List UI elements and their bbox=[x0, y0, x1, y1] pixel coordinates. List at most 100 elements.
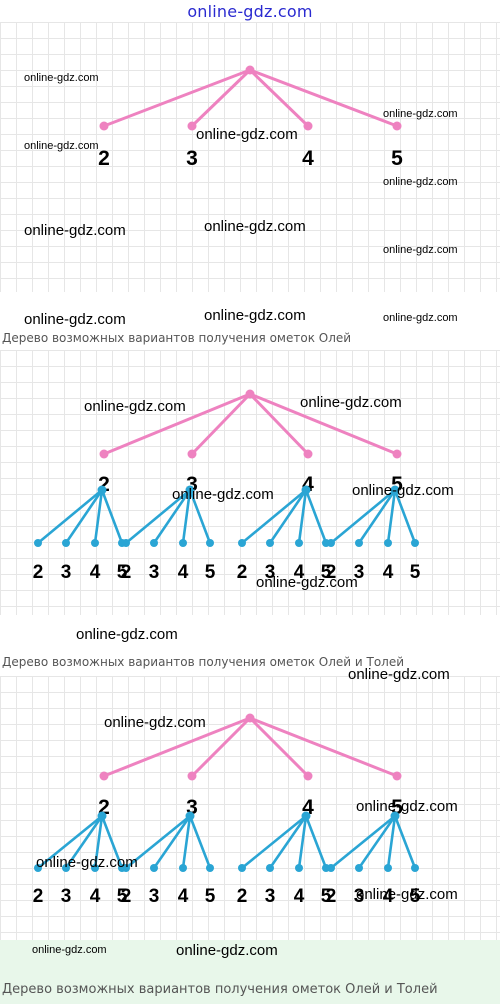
edge-3-to-2 bbox=[124, 488, 192, 545]
label-leaf-5-4: 4 bbox=[383, 562, 394, 583]
label-level1-2: 2 bbox=[98, 796, 110, 819]
node-leaf-3-4 bbox=[179, 539, 187, 547]
node-level1-5 bbox=[392, 121, 402, 131]
label-level1-3: 3 bbox=[186, 473, 198, 496]
label-leaf-4-4: 4 bbox=[294, 886, 305, 907]
edge-root-to-5 bbox=[248, 68, 399, 128]
label-leaf-4-5: 5 bbox=[321, 562, 332, 583]
watermark: online-gdz.com bbox=[104, 714, 206, 731]
edge-root-to-2 bbox=[102, 68, 252, 128]
edge-2-to-2 bbox=[36, 488, 104, 545]
node-hub-5 bbox=[390, 485, 400, 495]
edge-4-to-2 bbox=[240, 814, 308, 870]
node-level1-2 bbox=[99, 449, 109, 459]
watermark: online-gdz.com bbox=[24, 222, 126, 239]
watermark: online-gdz.com bbox=[356, 886, 458, 903]
edge-4-to-5 bbox=[304, 814, 328, 870]
edge-root-to-4 bbox=[248, 68, 310, 128]
root-node bbox=[245, 713, 255, 723]
watermark: online-gdz.com bbox=[383, 244, 458, 256]
edge-2-to-5 bbox=[100, 814, 124, 870]
caption-band bbox=[0, 940, 500, 1004]
watermark: online-gdz.com bbox=[32, 944, 107, 956]
node-hub-2 bbox=[97, 811, 107, 821]
node-leaf-5-3 bbox=[355, 864, 363, 872]
node-leaf-4-4 bbox=[295, 864, 303, 872]
edge-4-to-5 bbox=[304, 488, 328, 545]
edge-3-to-3 bbox=[152, 814, 192, 870]
watermark: online-gdz.com bbox=[204, 307, 306, 324]
label-leaf-4-4: 4 bbox=[294, 562, 305, 583]
edge-2-to-4 bbox=[93, 814, 104, 870]
edge-root-to-4 bbox=[248, 716, 310, 778]
edge-root-to-4 bbox=[248, 392, 310, 456]
node-leaf-4-2 bbox=[238, 539, 246, 547]
watermark: online-gdz.com bbox=[196, 126, 298, 143]
watermark: online-gdz.com bbox=[383, 176, 458, 188]
watermark: online-gdz.com bbox=[24, 311, 126, 328]
label-level1-3: 3 bbox=[186, 147, 198, 170]
edge-2-to-2 bbox=[36, 814, 104, 870]
label-leaf-3-3: 3 bbox=[149, 886, 160, 907]
label-level1-4: 4 bbox=[302, 147, 314, 170]
node-leaf-2-4 bbox=[91, 864, 99, 872]
label-leaf-2-3: 3 bbox=[61, 562, 72, 583]
node-leaf-4-3 bbox=[266, 539, 274, 547]
edge-3-to-4 bbox=[181, 814, 192, 870]
root-node bbox=[245, 389, 255, 399]
watermark: online-gdz.com bbox=[172, 486, 274, 503]
watermark: online-gdz.com bbox=[256, 574, 358, 591]
node-level1-3 bbox=[187, 121, 197, 131]
edge-root-to-3 bbox=[190, 716, 252, 778]
node-level1-4 bbox=[303, 771, 313, 781]
edge-3-to-4 bbox=[181, 488, 192, 545]
edge-2-to-4 bbox=[93, 488, 104, 545]
edge-4-to-3 bbox=[268, 488, 308, 545]
label-level1-2: 2 bbox=[98, 147, 110, 170]
label-leaf-5-4: 4 bbox=[383, 886, 394, 907]
node-leaf-5-5 bbox=[411, 864, 419, 872]
node-hub-5 bbox=[390, 811, 400, 821]
label-leaf-5-5: 5 bbox=[410, 886, 421, 907]
label-leaf-2-4: 4 bbox=[90, 562, 101, 583]
node-level1-2 bbox=[99, 121, 109, 131]
node-hub-4 bbox=[301, 811, 311, 821]
node-level1-4 bbox=[303, 449, 313, 459]
label-level1-2: 2 bbox=[98, 473, 110, 496]
node-level1-3 bbox=[187, 771, 197, 781]
watermark: online-gdz.com bbox=[176, 942, 278, 959]
node-leaf-3-3 bbox=[150, 864, 158, 872]
edge-root-to-2 bbox=[102, 716, 252, 778]
label-leaf-3-2: 2 bbox=[121, 562, 132, 583]
site-logo[interactable]: online-gdz.com bbox=[187, 2, 313, 21]
label-leaf-3-3: 3 bbox=[149, 562, 160, 583]
node-hub-3 bbox=[185, 811, 195, 821]
label-leaf-3-4: 4 bbox=[178, 562, 189, 583]
edge-2-to-3 bbox=[64, 488, 104, 545]
label-leaf-3-4: 4 bbox=[178, 886, 189, 907]
edge-root-to-3 bbox=[190, 68, 252, 128]
watermark: online-gdz.com bbox=[204, 218, 306, 235]
label-leaf-3-5: 5 bbox=[205, 562, 216, 583]
label-leaf-2-4: 4 bbox=[90, 886, 101, 907]
watermark: online-gdz.com bbox=[383, 108, 458, 120]
node-leaf-2-3 bbox=[62, 864, 70, 872]
watermark: online-gdz.com bbox=[352, 482, 454, 499]
label-leaf-5-3: 3 bbox=[354, 562, 365, 583]
edge-5-to-2 bbox=[329, 488, 397, 545]
node-leaf-3-5 bbox=[206, 864, 214, 872]
label-leaf-4-5: 5 bbox=[321, 886, 332, 907]
edge-4-to-2 bbox=[240, 488, 308, 545]
node-leaf-4-2 bbox=[238, 864, 246, 872]
watermark: online-gdz.com bbox=[76, 626, 178, 643]
edge-3-to-5 bbox=[188, 814, 212, 870]
edge-2-to-3 bbox=[64, 814, 104, 870]
label-leaf-5-2: 2 bbox=[326, 886, 337, 907]
node-hub-3 bbox=[185, 485, 195, 495]
node-leaf-5-3 bbox=[355, 539, 363, 547]
node-leaf-5-5 bbox=[411, 539, 419, 547]
node-leaf-2-2 bbox=[34, 539, 42, 547]
edge-root-to-5 bbox=[248, 716, 399, 778]
